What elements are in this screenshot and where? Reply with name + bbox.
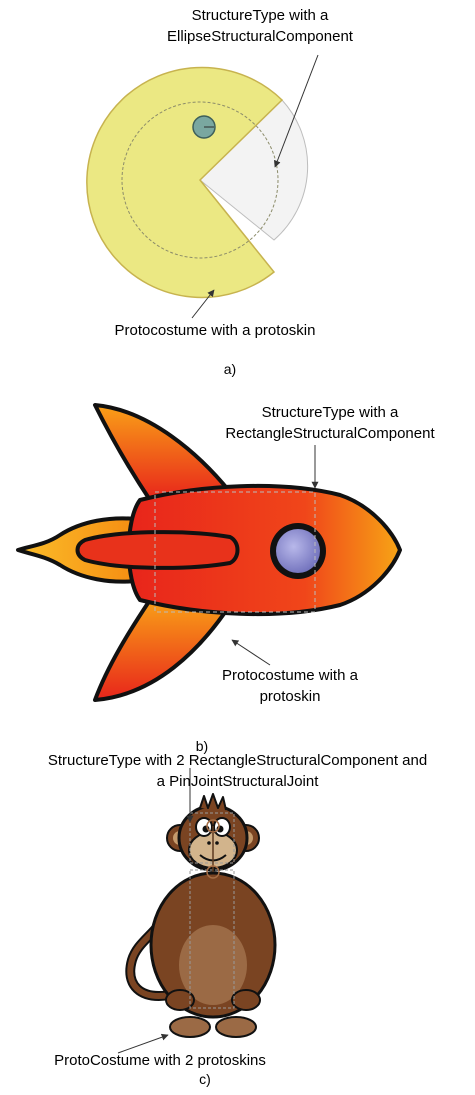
costume-label-c: ProtoCostume with 2 protoskins	[30, 1050, 290, 1071]
pacman-shape	[87, 67, 308, 297]
costume-label-b-line2: protoskin	[195, 686, 385, 707]
costume-label-b-line1: Protocostume with a	[195, 665, 385, 686]
structure-label-a-line1: StructureType with a	[140, 5, 380, 26]
structure-label-c-line2: a PinJointStructuralJoint	[0, 771, 475, 792]
structure-label-b-line2: RectangleStructuralComponent	[195, 423, 465, 444]
rocket-shape	[18, 405, 400, 700]
structure-label-a: StructureType with a EllipseStructuralCo…	[140, 5, 380, 47]
structure-label-c: StructureType with 2 RectangleStructural…	[0, 750, 475, 792]
caption-c: c)	[185, 1070, 225, 1088]
costume-label-b: Protocostume with a protoskin	[195, 665, 385, 707]
costume-label-a: Protocostume with a protoskin	[90, 320, 340, 341]
monkey-shape	[130, 794, 275, 1037]
caption-a: a)	[210, 360, 250, 378]
costume-arrow-b	[232, 640, 270, 665]
structure-label-b: StructureType with a RectangleStructural…	[195, 402, 465, 444]
structure-label-b-line1: StructureType with a	[195, 402, 465, 423]
structure-label-a-line2: EllipseStructuralComponent	[140, 26, 380, 47]
structure-label-c-line1: StructureType with 2 RectangleStructural…	[0, 750, 475, 771]
